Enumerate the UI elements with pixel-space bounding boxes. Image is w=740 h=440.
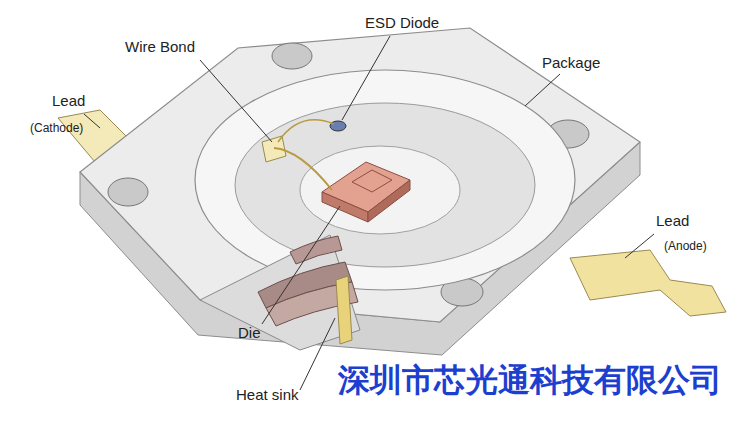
part-label: Heat sink bbox=[236, 386, 299, 403]
anode-lead bbox=[570, 250, 726, 316]
wire-bond bbox=[274, 148, 332, 190]
part-label: Wire Bond bbox=[125, 38, 195, 55]
mounting-hole bbox=[108, 178, 148, 206]
part-label: Package bbox=[542, 54, 600, 71]
heat-sink-layer bbox=[290, 236, 342, 264]
cutaway-section bbox=[200, 235, 360, 350]
terminal-note: (Anode) bbox=[664, 240, 707, 254]
led-die-side bbox=[322, 192, 368, 222]
led-die-side bbox=[368, 180, 410, 222]
part-label: Die bbox=[238, 324, 261, 341]
part-label: Lead bbox=[656, 212, 689, 229]
part-label: ESD Diode bbox=[365, 14, 439, 31]
die-electrode bbox=[352, 170, 392, 192]
leader-lines bbox=[84, 36, 654, 390]
watermark: 深圳市芯光通科技有限公司 bbox=[338, 362, 722, 399]
die-seat bbox=[300, 146, 460, 234]
reflector-cavity bbox=[195, 70, 575, 290]
wire-bond bbox=[278, 120, 334, 142]
esd-diode bbox=[330, 121, 346, 131]
part-label: Lead bbox=[52, 92, 85, 109]
reflector-ring bbox=[235, 103, 535, 267]
mounting-hole bbox=[272, 43, 312, 69]
package-top bbox=[80, 28, 640, 322]
anode-lead-section bbox=[336, 276, 352, 344]
terminal-note: (Cathode) bbox=[30, 122, 83, 136]
